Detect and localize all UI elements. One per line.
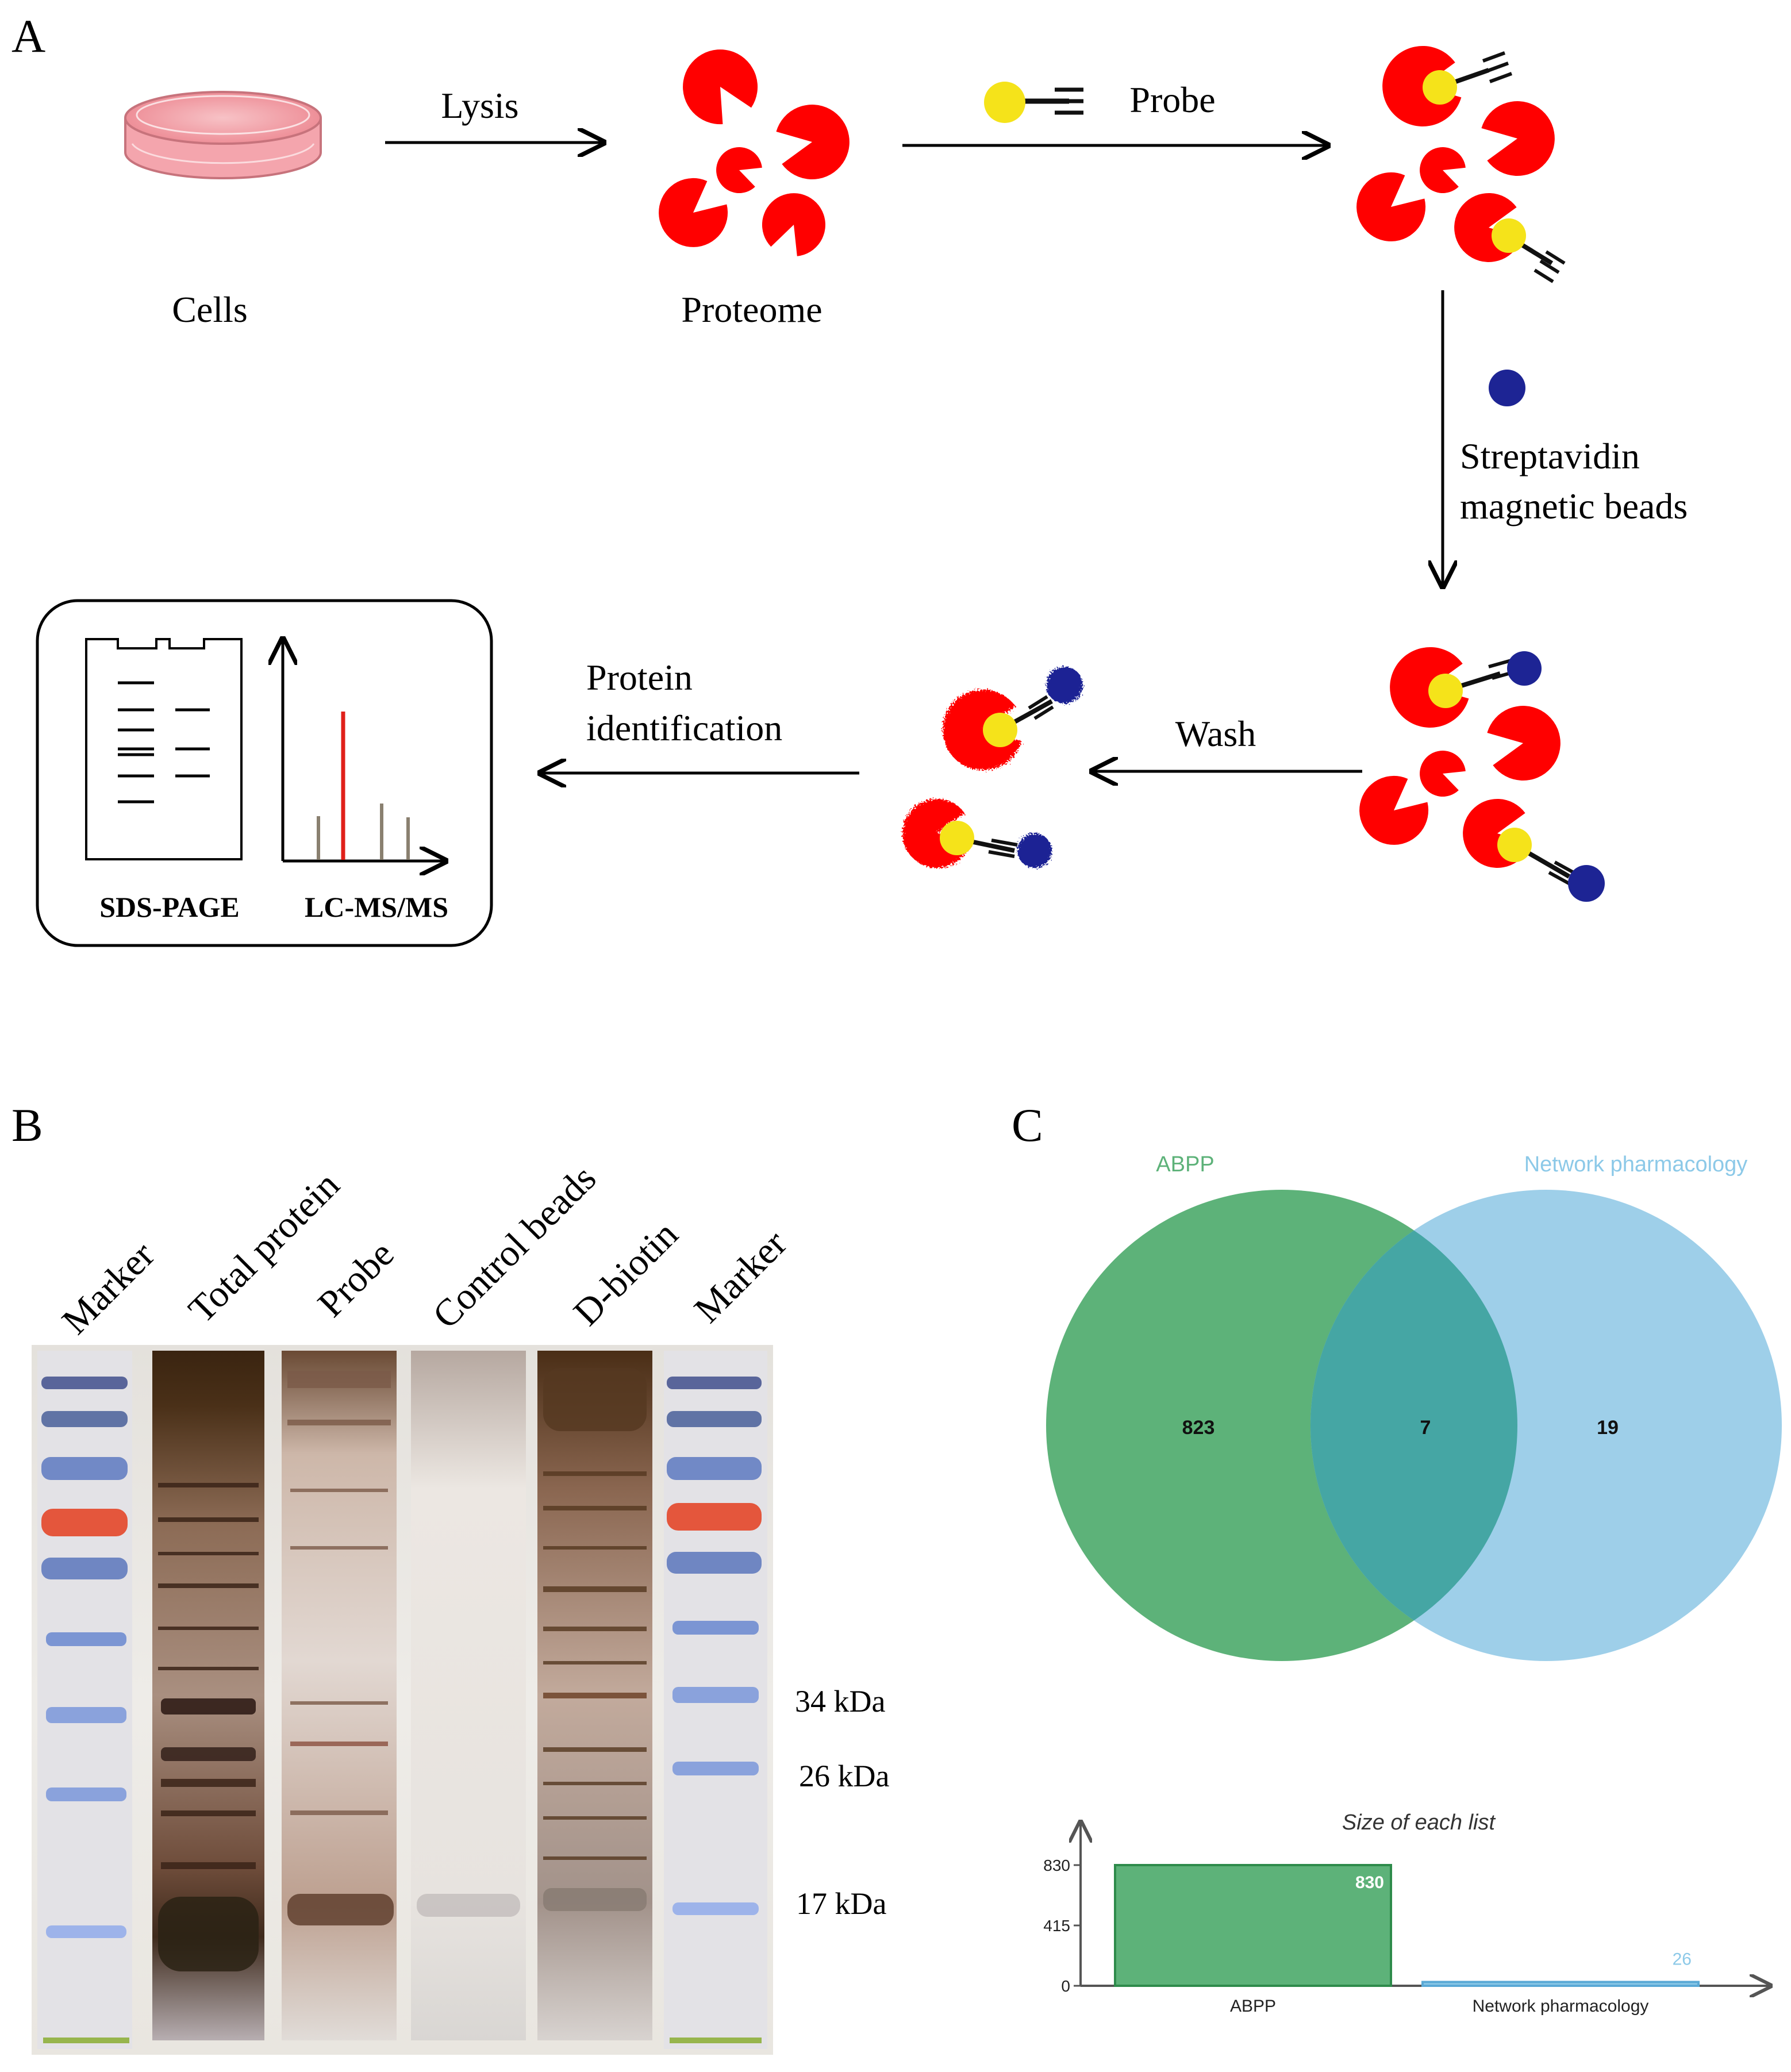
x-tick-label: ABPP [1230,1997,1276,2016]
panel-c-letter: C [1012,1099,1043,1151]
bead-icon [1489,370,1525,406]
washed-complexes-icon [897,667,1083,874]
panel-a-letter: A [11,10,45,62]
panel-b-letter: B [11,1099,43,1151]
y-tick-label: 0 [1061,1977,1070,1995]
lc-ms-spectrum-icon [283,639,445,861]
mw-label: 26 kDa [799,1759,889,1793]
analysis-box: SDS-PAGE LC-MS/MS [36,599,493,947]
probe-label: Probe [1129,79,1215,120]
mw-labels: 34 kDa 26 kDa 17 kDa [795,1684,889,1921]
control-beads-lane [411,1351,526,2040]
lane-label: Marker [686,1223,795,1331]
petri-dish-icon [124,91,322,179]
protein-identification-label-1: Protein [586,657,693,698]
sds-page-label: SDS-PAGE [99,891,240,923]
streptavidin-label-1: Streptavidin [1460,436,1640,476]
venn-count-abpp-only: 823 [1182,1417,1215,1439]
marker-lane-right [664,1351,767,2049]
panel-b: B Marker Total protein Probe Control bea… [11,1099,889,2055]
bar-value-label: 26 [1673,1950,1692,1969]
sds-page-gel-icon [85,638,243,860]
panel-a: A Cells Lysis Proteome Prob [11,10,1688,947]
bead-captured-proteome-icon [1345,641,1605,902]
lysis-label: Lysis [441,85,518,126]
venn-count-network-only: 19 [1597,1417,1619,1439]
mw-label: 17 kDa [796,1886,886,1921]
proteome-icon [644,36,856,263]
proteome-label: Proteome [681,289,822,330]
mw-label: 34 kDa [795,1684,885,1719]
chart-title: Size of each list [1342,1810,1496,1835]
panel-c: C ABPP Network pharmacology 823 7 19 Siz… [1012,1099,1782,2016]
marker-lane-left [37,1351,132,2049]
lc-ms-label: LC-MS/MS [305,891,448,923]
venn-label-abpp: ABPP [1156,1152,1214,1177]
lane-label: Probe [310,1233,402,1325]
bar [1421,1981,1700,1987]
labelled-proteome-icon [1342,40,1566,283]
wash-label: Wash [1175,713,1256,754]
venn-overlap [1310,1190,1517,1661]
y-tick-label: 415 [1043,1917,1070,1935]
lane-label: Marker [54,1234,163,1343]
venn-diagram: ABPP Network pharmacology 823 7 19 [1046,1152,1782,1661]
bar [1114,1864,1392,1987]
d-biotin-lane [537,1351,652,2040]
streptavidin-label-2: magnetic beads [1460,486,1688,526]
probe-lane [282,1351,397,2040]
protein-identification-label-2: identification [586,708,782,748]
list-size-chart: Size of each list 830 415 0 830 26 ABPP Net… [1043,1810,1770,2016]
probe-icon [984,82,1083,123]
cells-label: Cells [172,289,248,330]
venn-count-overlap: 7 [1420,1417,1431,1439]
lane-label: D-biotin [566,1213,686,1334]
x-tick-label: Network pharmacology [1473,1997,1649,2016]
y-tick-label: 830 [1043,1856,1070,1874]
venn-label-network-pharmacology: Network pharmacology [1524,1152,1748,1177]
bar-value-label: 830 [1355,1873,1384,1892]
total-protein-lane [152,1351,264,2040]
gel-image [32,1345,773,2055]
lane-labels: Marker Total protein Probe Control beads… [54,1157,795,1342]
